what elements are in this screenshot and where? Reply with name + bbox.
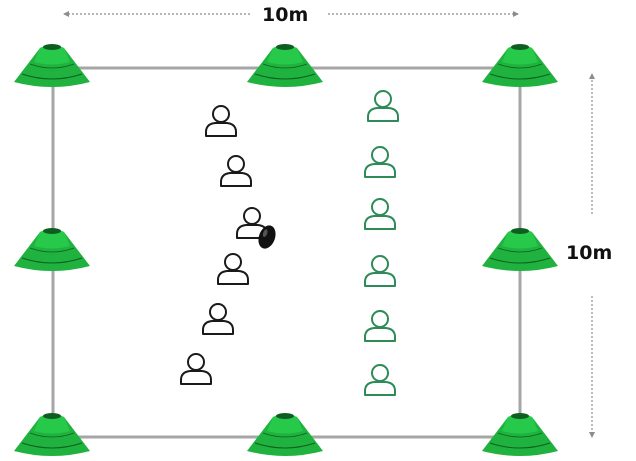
cone-icon (14, 413, 90, 456)
cone-icon (247, 413, 323, 456)
width-dimension-label: 10m (262, 4, 309, 26)
cone-icon (482, 228, 558, 271)
cone-icon (14, 228, 90, 271)
player-icon (364, 198, 396, 230)
player-icon (180, 353, 212, 385)
player-icon (220, 155, 252, 187)
ball-icon (258, 225, 276, 249)
height-dimension-label: 10m (566, 242, 613, 264)
player-icon (217, 253, 249, 285)
cone-icon (14, 44, 90, 87)
cone-icon (482, 413, 558, 456)
player-icon (364, 364, 396, 396)
team-a-players (180, 105, 268, 385)
player-icon (367, 90, 399, 122)
team-b-players (364, 90, 399, 396)
player-icon (202, 303, 234, 335)
ball-layer (258, 225, 276, 249)
field-boundary (51, 66, 522, 439)
cones-group (14, 44, 558, 456)
cone-icon (482, 44, 558, 87)
player-icon (364, 255, 396, 287)
cone-icon (247, 44, 323, 87)
player-icon (364, 310, 396, 342)
player-icon (205, 105, 237, 137)
player-icon (364, 146, 396, 178)
